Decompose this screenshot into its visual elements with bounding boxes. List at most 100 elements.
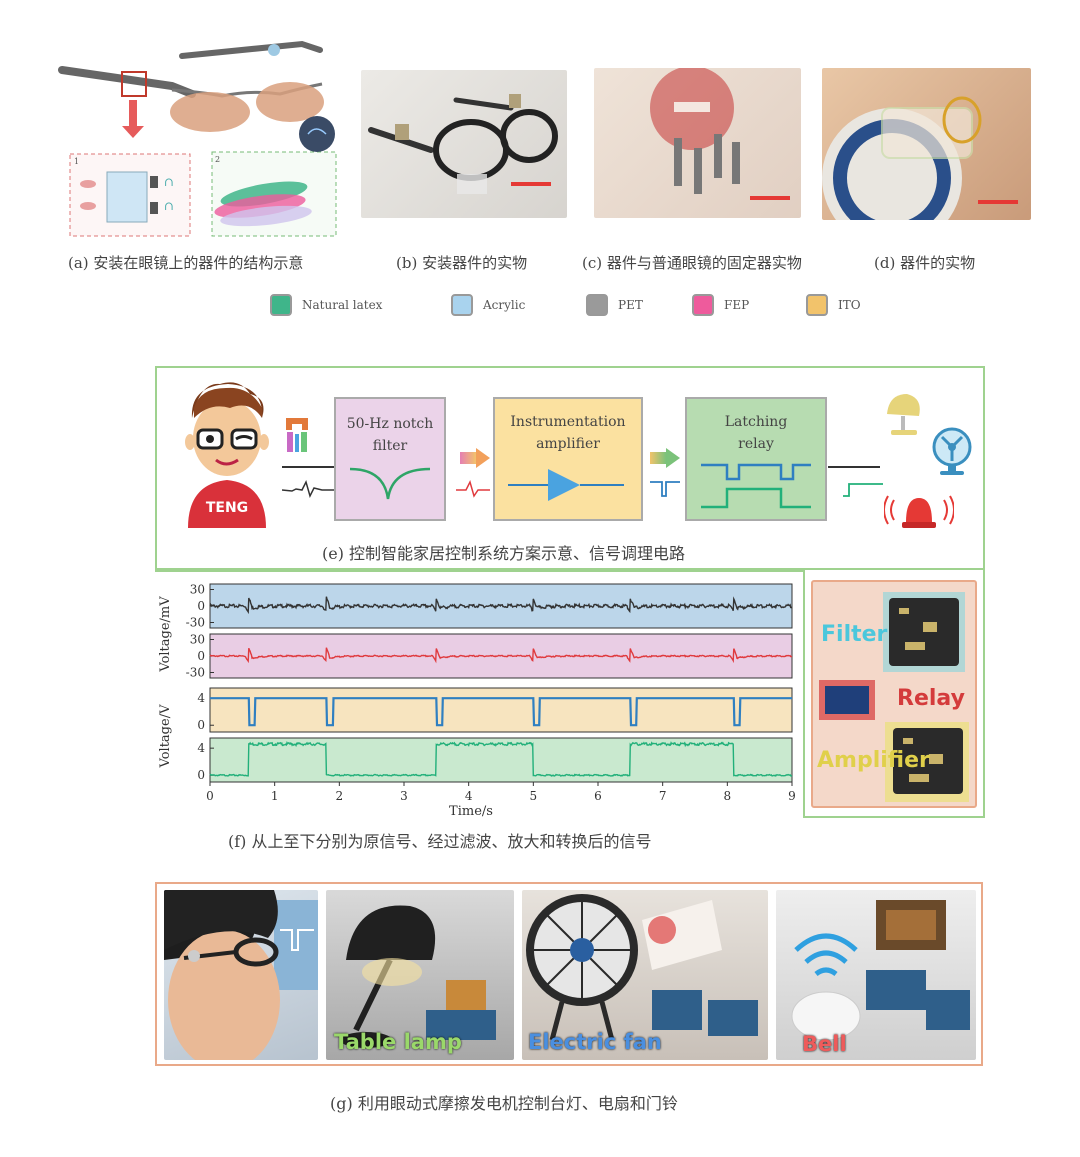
- amplifier-label-2: amplifier: [536, 436, 600, 452]
- legend-natural-latex: Natural latex: [270, 293, 382, 317]
- caption-f: (f) 从上至下分别为原信号、经过滤波、放大和转换后的信号: [228, 832, 652, 851]
- x-tick-label: 8: [724, 789, 732, 803]
- series-line-filtered: [209, 647, 793, 664]
- amplifier-label-1: Instrumentation: [510, 414, 626, 430]
- device-stack-icon: [284, 416, 310, 456]
- panel-a-illustration: 1 ∩ ∩ 2: [52, 34, 342, 239]
- boards-photo: Filter Relay Amplifier: [811, 580, 977, 808]
- shirt-text: TENG: [206, 500, 248, 516]
- bell-label: Bell: [802, 1032, 847, 1056]
- signal-chart-svg: 30 0 -30 30 0 -30 4 0 4 0 Voltage/mV Voltage/V 0 1 2 3 4…: [158, 583, 796, 820]
- y-tick-label: 0: [197, 649, 205, 663]
- legend-swatch: [451, 294, 473, 316]
- filtered-signal-trace: [456, 478, 490, 500]
- lamp-icon: [879, 388, 929, 438]
- legend-swatch: [270, 294, 292, 316]
- legend-label: ITO: [838, 298, 861, 312]
- series-line-amplified: [210, 697, 792, 727]
- svg-text:∩: ∩: [164, 199, 174, 213]
- svg-text:∩: ∩: [164, 175, 174, 189]
- y-tick-label: 30: [190, 633, 205, 647]
- legend-swatch: [806, 294, 828, 316]
- x-tick-label: 5: [530, 789, 538, 803]
- arrow-1-head: [476, 448, 490, 468]
- caption-c: (c) 器件与普通眼镜的固定器实物: [582, 254, 802, 272]
- arrow-1: [460, 452, 476, 464]
- relay-block: Latching relay: [685, 397, 827, 521]
- relay-waveform-icon: [701, 463, 811, 509]
- caption-b: (b) 安装器件的实物: [396, 254, 528, 272]
- photo-person-wearing-glasses: [164, 890, 318, 1060]
- table-lamp-label: Table lamp: [334, 1030, 462, 1054]
- y-tick-label: 0: [197, 718, 205, 732]
- legend-label: FEP: [724, 298, 750, 312]
- fan-icon: [930, 427, 974, 477]
- electric-fan-label: Electric fan: [528, 1030, 662, 1054]
- chart-panel-bg: [209, 687, 793, 733]
- photo-electric-fan-scene: Electric fan: [522, 890, 768, 1060]
- amplifier-symbol-icon: [508, 469, 624, 501]
- x-tick-label: 2: [336, 789, 344, 803]
- x-tick-label: 0: [206, 789, 214, 803]
- x-tick-label: 7: [659, 789, 667, 803]
- output-signal-trace: [843, 480, 883, 500]
- caption-d: (d) 器件的实物: [874, 254, 976, 272]
- x-tick-label: 4: [465, 789, 473, 803]
- y-tick-label: 4: [197, 691, 205, 705]
- caption-g: (g) 利用眼动式摩擦发电机控制台灯、电扇和门铃: [330, 1094, 678, 1113]
- legend-swatch: [586, 294, 608, 316]
- raw-signal-trace: [281, 478, 334, 500]
- signal-chart: 30 0 -30 30 0 -30 4 0 4 0 Voltage/mV Voltage/V 0 1 2 3 4…: [155, 574, 800, 820]
- x-tick-label: 1: [271, 789, 279, 803]
- legend-label: Acrylic: [483, 298, 526, 312]
- inset-2-number: 2: [215, 155, 220, 164]
- panel-e-bottom-line: [155, 570, 805, 572]
- y-axis-label-mv: Voltage/mV: [158, 596, 173, 673]
- y-tick-label: -30: [186, 666, 205, 680]
- notch-curve-icon: [349, 467, 431, 500]
- legend-label: Natural latex: [302, 298, 383, 312]
- legend-fep: FEP: [692, 293, 749, 317]
- relay-label-2: relay: [738, 436, 774, 452]
- arrow-2: [650, 452, 666, 464]
- arrow-2-head: [666, 448, 680, 468]
- legend-ito: ITO: [806, 293, 861, 317]
- series-line-raw: [209, 596, 793, 615]
- amplifier-block: Instrumentation amplifier: [493, 397, 643, 521]
- y-axis-label-v: Voltage/V: [158, 704, 173, 769]
- photo-table-lamp-scene: Table lamp: [326, 890, 514, 1060]
- caption-e: (e) 控制智能家居控制系统方案示意、信号调理电路: [322, 544, 686, 563]
- panel-f-frame: [803, 570, 985, 818]
- photo-bell-scene: Bell: [776, 890, 976, 1060]
- photo-device-holder: [594, 68, 801, 218]
- y-tick-label: 30: [190, 583, 205, 597]
- legend-pet: PET: [586, 293, 643, 317]
- x-tick-label: 9: [788, 789, 796, 803]
- amplified-signal-trace: [650, 478, 680, 500]
- y-tick-label: 0: [197, 768, 205, 782]
- y-tick-label: 4: [197, 741, 205, 755]
- x-tick-label: 6: [594, 789, 602, 803]
- notch-filter-block: 50-Hz notch filter: [334, 397, 446, 521]
- legend-acrylic: Acrylic: [451, 293, 525, 317]
- photo-device: [822, 68, 1031, 220]
- relay-label-1: Latching: [724, 414, 788, 430]
- filter-board-label: Filter: [821, 622, 888, 647]
- notch-filter-label-1: 50-Hz notch: [346, 416, 434, 432]
- x-tick-label: 3: [400, 789, 408, 803]
- cartoon-person: TENG: [180, 378, 275, 528]
- amplifier-board-label: Amplifier: [817, 748, 930, 773]
- caption-a: (a) 安装在眼镜上的器件的结构示意: [68, 254, 304, 272]
- panel-e-frame: [155, 366, 985, 570]
- legend-label: PET: [618, 298, 643, 312]
- legend-swatch: [692, 294, 714, 316]
- y-tick-label: 0: [197, 599, 205, 613]
- raw-signal-line: [282, 466, 334, 468]
- relay-board-label: Relay: [897, 686, 965, 711]
- notch-filter-label-2: filter: [372, 438, 408, 454]
- inset-1-number: 1: [74, 157, 79, 166]
- y-tick-label: -30: [186, 616, 205, 630]
- series-line-latched: [209, 741, 793, 777]
- x-axis-label: Time/s: [449, 804, 493, 819]
- photo-glasses-with-device: [361, 70, 567, 218]
